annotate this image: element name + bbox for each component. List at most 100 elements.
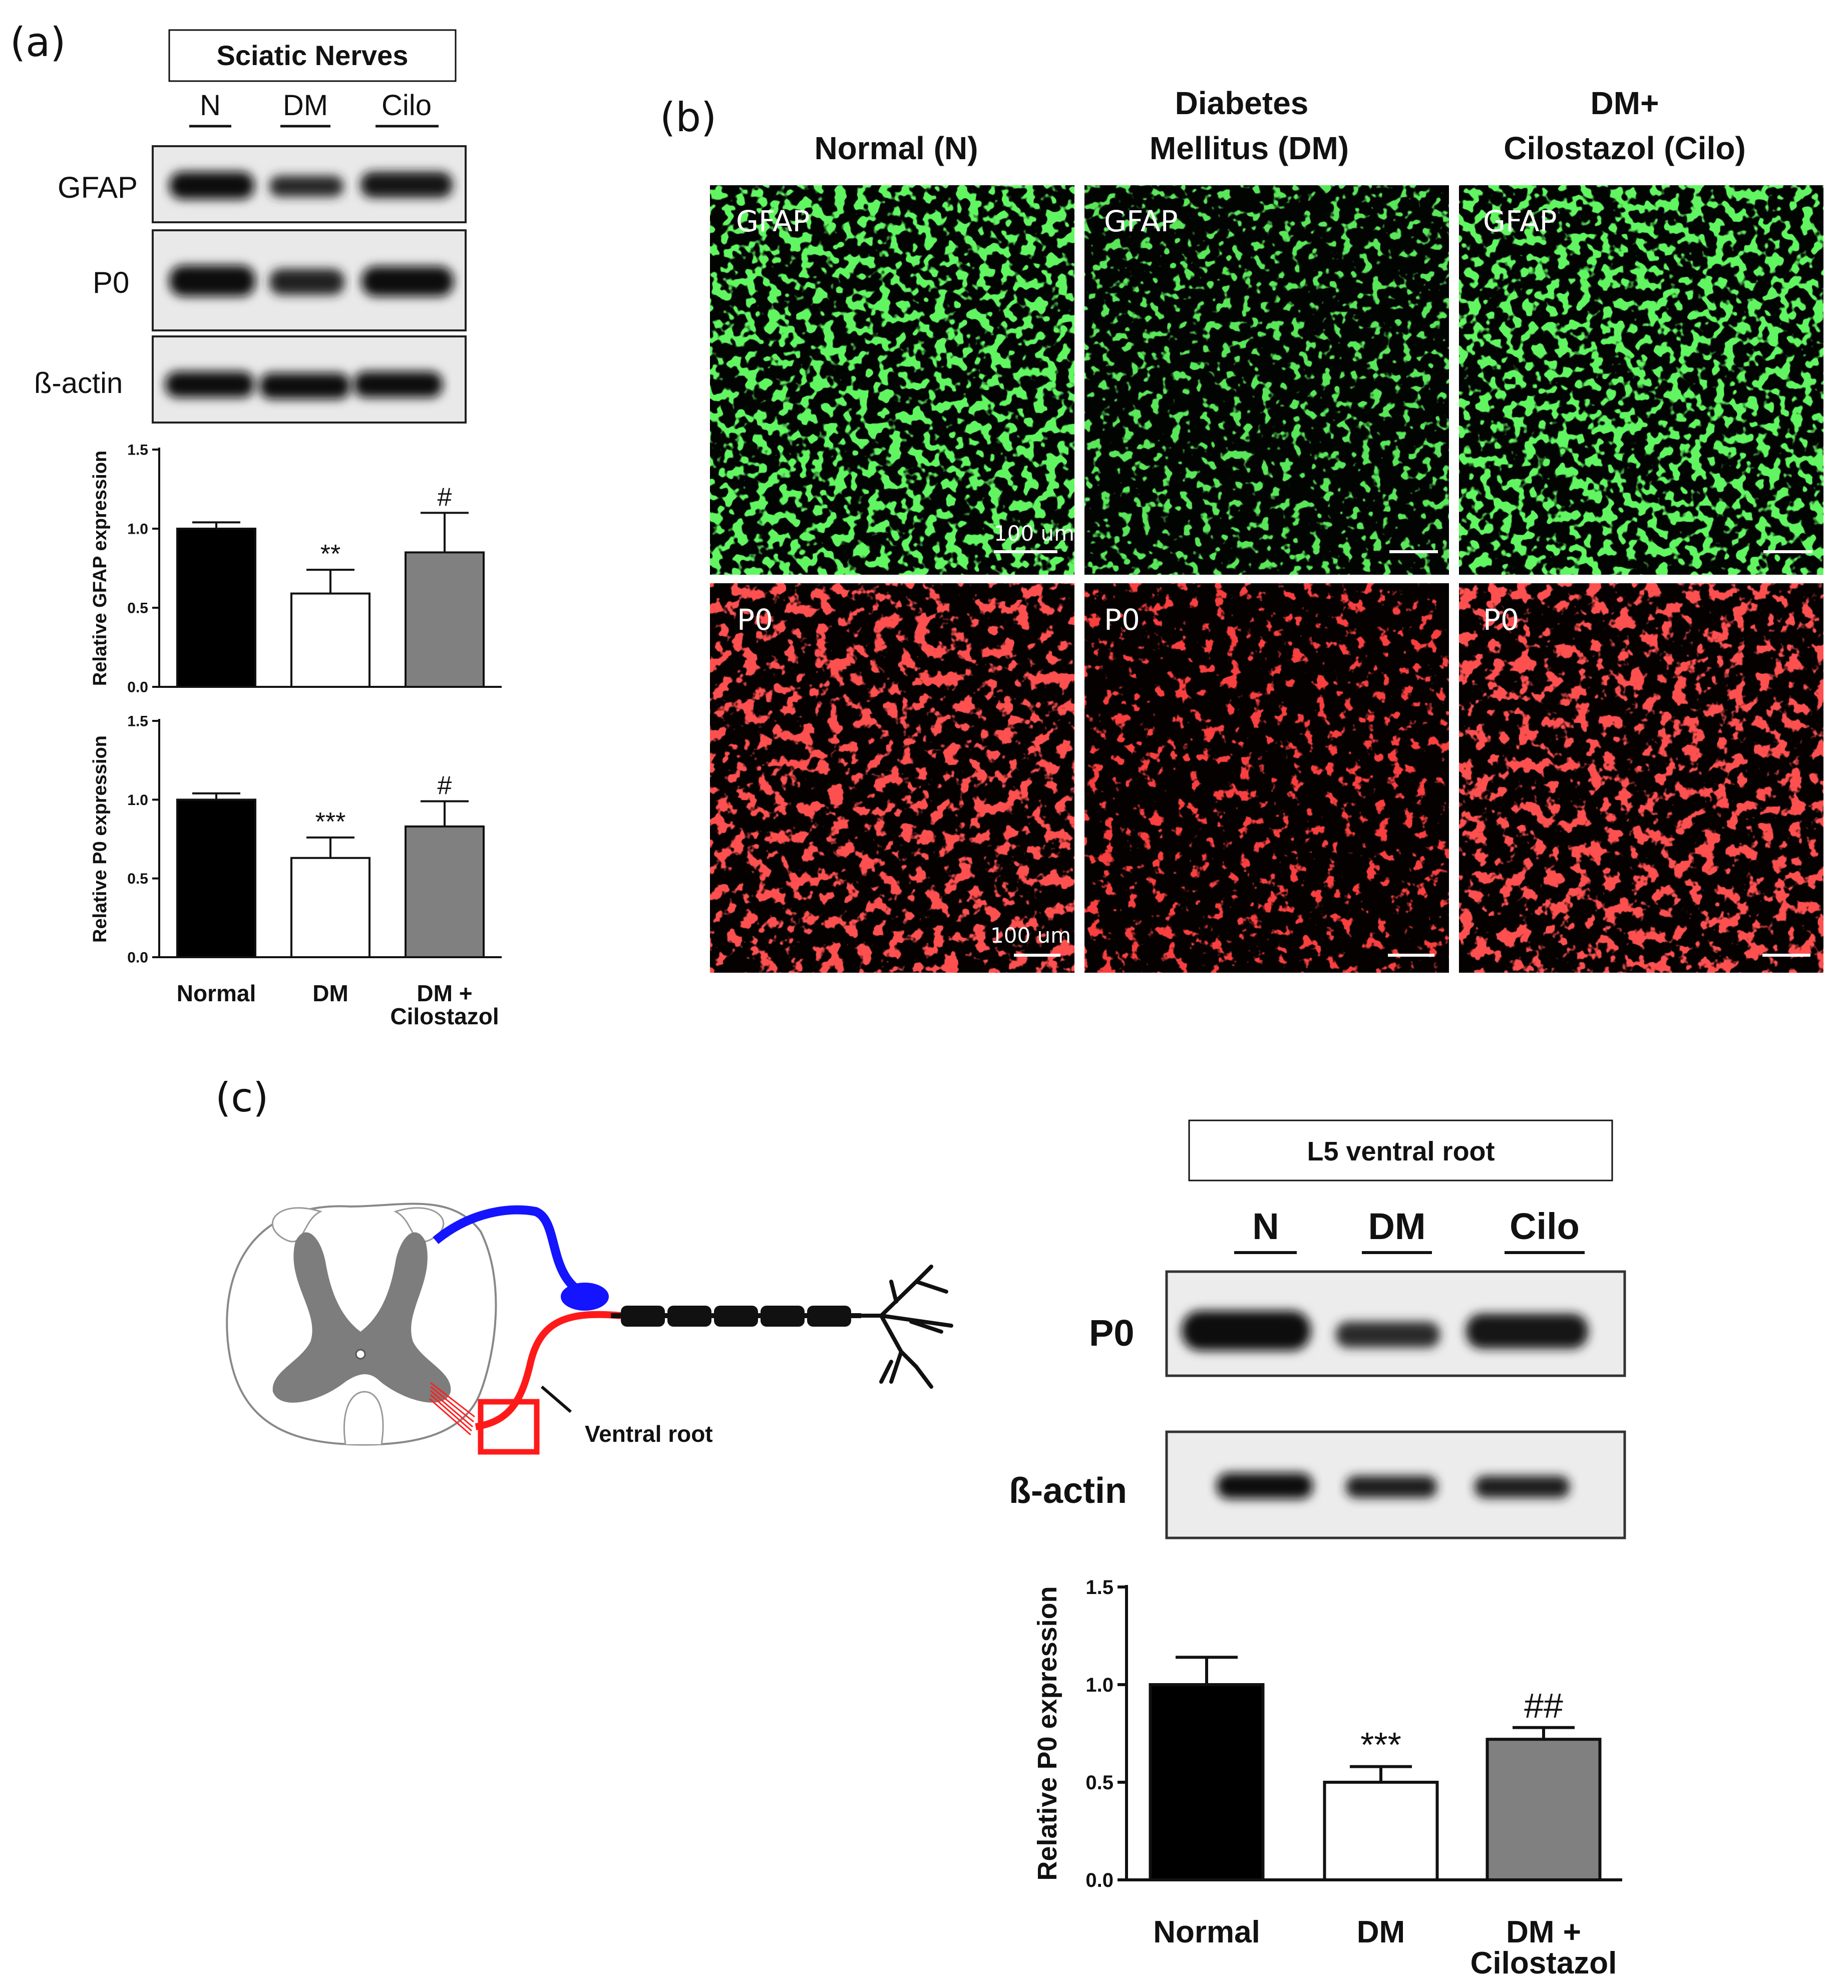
bar: [405, 551, 485, 688]
blot-label-actin: ß-actin: [34, 367, 123, 400]
lane-label-dm: DM: [1368, 1206, 1425, 1247]
blot-label-p0: P0: [1089, 1312, 1135, 1354]
blot-gfap-sciatic: GFAP: [58, 145, 467, 223]
micrograph-label: GFAP: [1483, 204, 1557, 238]
significance-marker: ##: [1524, 1686, 1563, 1725]
axon: [611, 1265, 953, 1389]
micrograph-p0-normal: P0 100 um: [710, 583, 1074, 973]
panel-c-header-box: [1188, 1119, 1613, 1181]
ventral-root-label: Ventral root: [585, 1421, 713, 1447]
x-tick-label: DM: [1357, 1915, 1405, 1949]
band: [361, 266, 454, 296]
y-tick-label: 0.0: [127, 950, 148, 966]
column-title-cilo-line1: DM+: [1591, 85, 1659, 121]
micrograph-gfap-normal: GFAP 100 um: [710, 185, 1074, 575]
panel-a-header: Sciatic Nerves: [217, 40, 409, 71]
band: [1182, 1311, 1311, 1351]
lane-label-n: N: [200, 89, 221, 122]
blot-actin-sciatic: ß-actin: [34, 335, 467, 424]
panel-b: (b) Normal (N) Diabetes Mellitus (DM) DM…: [660, 85, 1823, 973]
lane-label-cilo: Cilo: [1510, 1206, 1580, 1247]
band: [259, 373, 350, 399]
blot-p0-ventral: P0: [1089, 1270, 1626, 1377]
x-tick-label: DM +Cilostazol: [390, 980, 499, 1029]
column-title-normal: Normal (N): [814, 130, 978, 166]
band: [1217, 1473, 1313, 1499]
y-axis-label: Relative P0 expression: [1032, 1586, 1062, 1880]
blot-label-actin: ß-actin: [1009, 1471, 1127, 1511]
panel-a-header-box: [168, 29, 457, 82]
significance-marker: #: [438, 771, 452, 800]
panel-c-letter: (c): [215, 1074, 268, 1121]
micrograph-gfap-cilo: GFAP: [1459, 185, 1823, 575]
band: [1474, 1476, 1570, 1498]
y-tick-label: 1.0: [127, 792, 148, 809]
column-title-dm-line2: Mellitus (DM): [1150, 130, 1349, 166]
pointer-line: [541, 1385, 572, 1413]
micrograph-p0-dm: P0: [1084, 583, 1449, 973]
y-axis-label: Relative P0 expression: [90, 735, 111, 943]
gray-matter: [272, 1232, 451, 1403]
panel-a-letter: (a): [10, 19, 66, 66]
y-tick-label: 1.0: [127, 521, 148, 538]
bar: [176, 799, 256, 959]
significance-marker: ***: [315, 808, 346, 837]
scale-bar-label: 100 um: [994, 521, 1074, 546]
bar: [1486, 1738, 1602, 1881]
x-tick-label: DM +Cilostazol: [1470, 1915, 1617, 1980]
y-tick-label: 0.0: [127, 679, 148, 696]
micrograph-label: GFAP: [1104, 204, 1178, 238]
y-tick-label: 1.5: [127, 442, 148, 459]
micrograph-label: P0: [1104, 603, 1140, 637]
significance-marker: #: [438, 483, 452, 512]
band: [269, 176, 343, 197]
ventral-root-fiber: [475, 1311, 621, 1430]
band: [269, 269, 344, 295]
blot-actin-ventral: ß-actin: [1009, 1430, 1626, 1539]
blot-label-p0: P0: [93, 266, 129, 299]
panel-c: (c) Ventral root: [215, 1074, 1626, 1980]
band: [360, 172, 453, 198]
significance-marker: **: [320, 540, 340, 569]
y-tick-label: 0.5: [127, 871, 148, 887]
bar: [290, 857, 371, 959]
spinal-cord-diagram: Ventral root: [226, 1203, 953, 1455]
panel-b-letter: (b): [660, 94, 716, 141]
lane-label-dm: DM: [283, 89, 328, 122]
bar: [1149, 1683, 1265, 1881]
band: [1346, 1476, 1437, 1498]
bar: [405, 825, 485, 958]
band: [165, 371, 254, 397]
x-tick-label: DM: [312, 980, 348, 1006]
bar: [1323, 1781, 1439, 1881]
y-tick-label: 1.0: [1085, 1674, 1114, 1696]
panel-a-lane-labels: N DM Cilo: [189, 89, 439, 128]
band: [1336, 1322, 1440, 1348]
y-tick-label: 0.0: [1085, 1869, 1114, 1891]
band: [353, 371, 443, 397]
significance-marker: ***: [1360, 1725, 1401, 1764]
blot-p0-sciatic: P0: [93, 229, 467, 331]
x-tick-label: Normal: [177, 980, 256, 1006]
micrograph-gfap-dm: GFAP: [1084, 185, 1449, 575]
y-tick-label: 0.5: [127, 600, 148, 617]
x-tick-label: Normal: [1153, 1915, 1260, 1949]
y-axis-label: Relative GFAP expression: [90, 451, 111, 686]
y-tick-label: 0.5: [1085, 1772, 1114, 1794]
micrograph-label: P0: [1483, 603, 1519, 637]
micrograph-label: P0: [737, 603, 773, 637]
ventral-rootlets: [429, 1382, 475, 1436]
band: [169, 172, 254, 199]
dorsal-root: [433, 1205, 593, 1301]
band: [1466, 1314, 1588, 1349]
blot-label-gfap: GFAP: [58, 171, 138, 204]
ventral-root-box: [478, 1399, 540, 1455]
column-title-dm-line1: Diabetes: [1175, 85, 1309, 121]
band: [169, 265, 255, 296]
lane-label-n: N: [1252, 1206, 1279, 1247]
lane-label-cilo: Cilo: [382, 89, 432, 122]
